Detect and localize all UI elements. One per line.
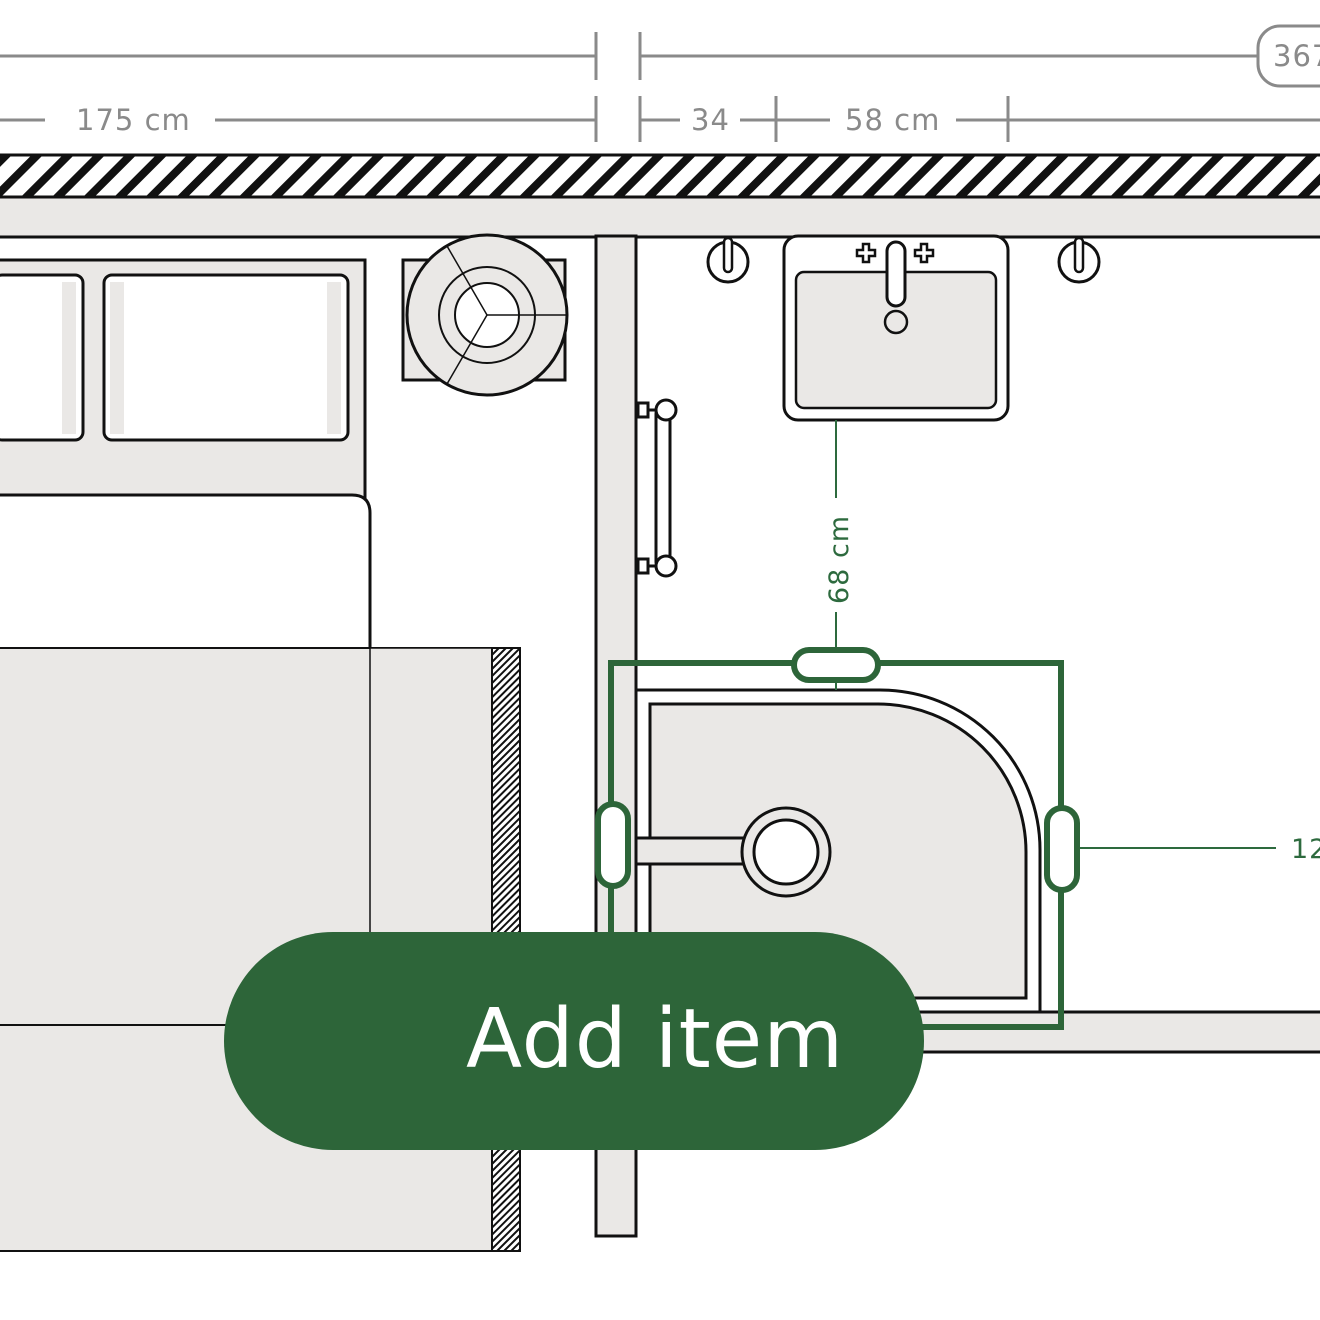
shower-tray[interactable]	[634, 688, 1042, 1014]
wall-hook-left	[706, 236, 750, 284]
tap-handle-right	[913, 242, 935, 264]
sink-width-label: 58 cm	[845, 103, 940, 137]
wall-hook-right	[1057, 236, 1101, 284]
sink[interactable]	[782, 234, 1010, 422]
bed-area-width-label: 175 cm	[76, 103, 191, 137]
total-width-label: 367	[1273, 39, 1320, 73]
tap-handle-left	[855, 242, 877, 264]
interior-wall-top	[0, 195, 1320, 239]
add-item-label: Add item	[466, 992, 845, 1087]
pillow-right	[102, 273, 350, 442]
towel-rail[interactable]	[636, 398, 678, 578]
resize-handle-right[interactable]	[1044, 805, 1080, 893]
exterior-wall	[0, 153, 1320, 199]
shower-to-wall-label: 12	[1291, 834, 1320, 865]
resize-handle-top[interactable]	[791, 647, 881, 683]
resize-handle-left[interactable]	[595, 801, 631, 889]
gap-width-label: 34	[691, 103, 730, 137]
plus-icon	[0, 0, 91, 91]
total-width-badge[interactable]	[1256, 24, 1320, 88]
add-item-button[interactable]	[224, 932, 924, 1150]
nightstand-lamp[interactable]	[401, 233, 569, 397]
dimension-lines	[0, 32, 1320, 142]
sink-to-shower-label: 68 cm	[824, 515, 855, 604]
